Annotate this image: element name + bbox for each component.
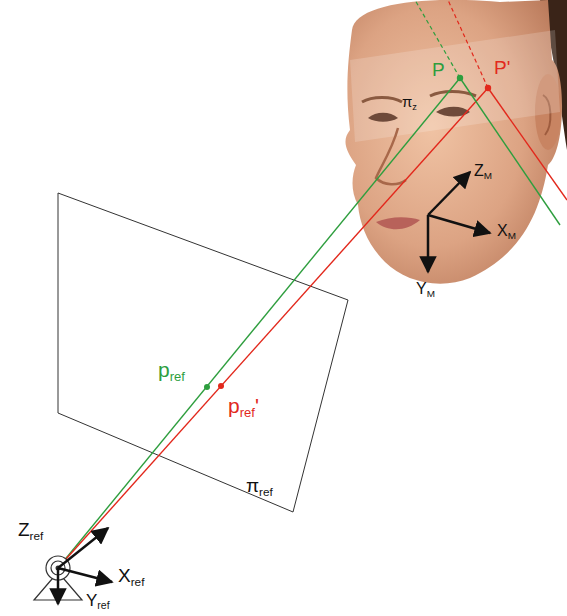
point-dot (485, 85, 491, 91)
point-dot (204, 384, 210, 390)
axis-arrow (58, 568, 112, 582)
axis-arrow (57, 568, 60, 604)
axis-label: ZM (474, 162, 492, 182)
ray-red (58, 88, 488, 568)
axis-arrow (427, 215, 430, 272)
axis-label: YM (416, 280, 435, 300)
axis-arrow (428, 215, 490, 233)
axis-arrow (428, 172, 470, 215)
ray-red (488, 88, 567, 200)
point-label: P (432, 60, 445, 81)
ray-green (58, 78, 460, 568)
image-plane (58, 193, 348, 512)
eye (368, 113, 398, 122)
point-dot (218, 383, 224, 389)
plane-label: πz (402, 94, 417, 112)
axis-label: Zref (18, 520, 43, 542)
eye (436, 107, 470, 117)
axis-label: Yref (86, 592, 110, 612)
plane-label: πref (246, 476, 273, 498)
face (345, 0, 562, 284)
point-label: pref' (228, 394, 259, 420)
mouth (376, 217, 420, 229)
axis-label: XM (497, 222, 516, 242)
point-dot (457, 75, 463, 81)
axis-arrow (58, 528, 108, 568)
point-label: pref (158, 358, 185, 384)
ray-green (460, 78, 560, 225)
eyebrow (362, 98, 402, 103)
ray-red-dashed (448, 0, 488, 88)
axis-label: Xref (118, 566, 144, 588)
point-label: P' (494, 58, 510, 79)
